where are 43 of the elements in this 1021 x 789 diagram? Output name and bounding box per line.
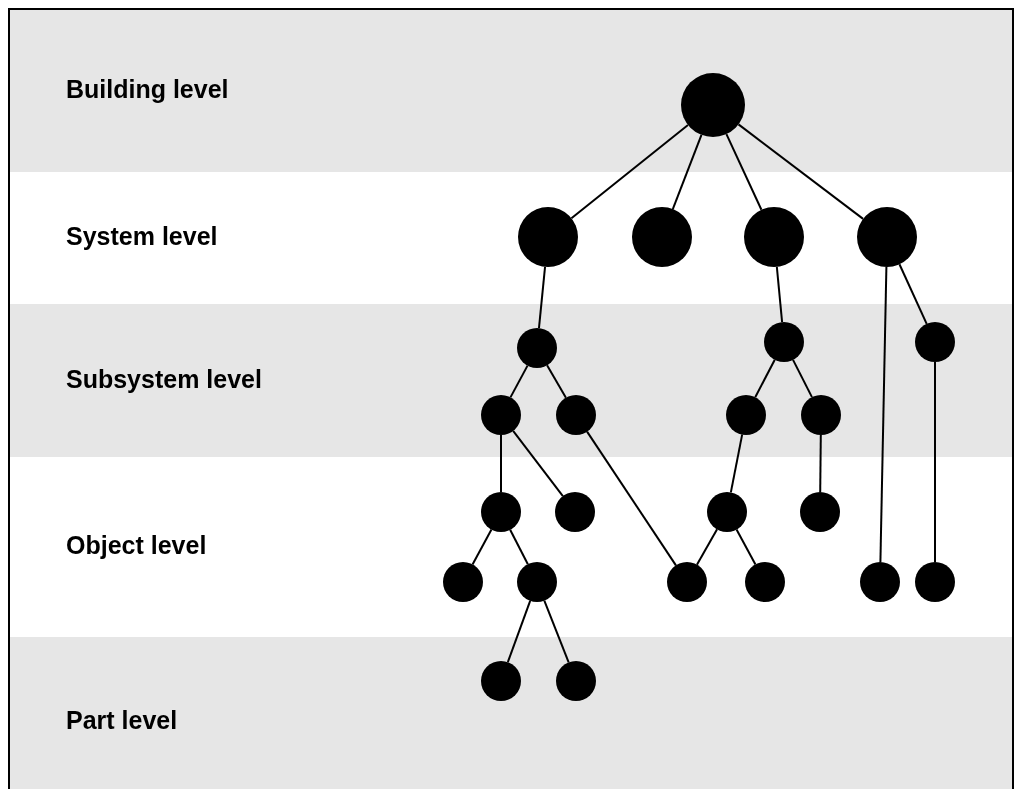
connector-line <box>509 364 529 399</box>
level-label: Building level <box>66 75 229 104</box>
tree-node-circle <box>555 492 595 532</box>
connector-line <box>471 528 493 566</box>
connector-line <box>695 528 719 566</box>
connector-line <box>506 599 532 664</box>
connector-line <box>537 265 547 330</box>
tree-node-circle <box>518 207 578 267</box>
connector-line <box>729 433 744 494</box>
level-label: Part level <box>66 706 178 735</box>
connector-line <box>509 528 529 566</box>
level-label: Object level <box>66 531 207 560</box>
connector-line <box>792 358 813 399</box>
tree-node-circle <box>800 492 840 532</box>
tree-node-circle <box>517 562 557 602</box>
connector-line <box>570 124 689 220</box>
connector-line <box>586 430 677 567</box>
tree-node-circle <box>667 562 707 602</box>
connector-line <box>725 133 763 211</box>
level-label: System level <box>66 222 218 251</box>
tree-node-circle <box>481 492 521 532</box>
level-label: Subsystem level <box>66 364 262 394</box>
connector-line <box>819 434 822 493</box>
tree-node-circle <box>443 562 483 602</box>
tree-node-circle <box>744 207 804 267</box>
connector-line <box>671 133 703 210</box>
connector-line <box>934 361 936 563</box>
tree-node-circle <box>632 207 692 267</box>
connector-line <box>512 429 564 498</box>
connector-line <box>543 599 570 664</box>
connector-line <box>735 528 757 566</box>
connector-line <box>879 266 888 563</box>
connector-line <box>775 265 784 324</box>
connector-line <box>754 358 776 399</box>
tree-node-circle <box>745 562 785 602</box>
connector-line <box>737 123 865 220</box>
tree-node-circle <box>915 562 955 602</box>
tree-node-circle <box>707 492 747 532</box>
connector-line <box>898 263 928 325</box>
tree-node-circle <box>857 207 917 267</box>
connector-line <box>546 364 567 399</box>
tree-node-circle <box>860 562 900 602</box>
connector-line <box>500 434 502 493</box>
